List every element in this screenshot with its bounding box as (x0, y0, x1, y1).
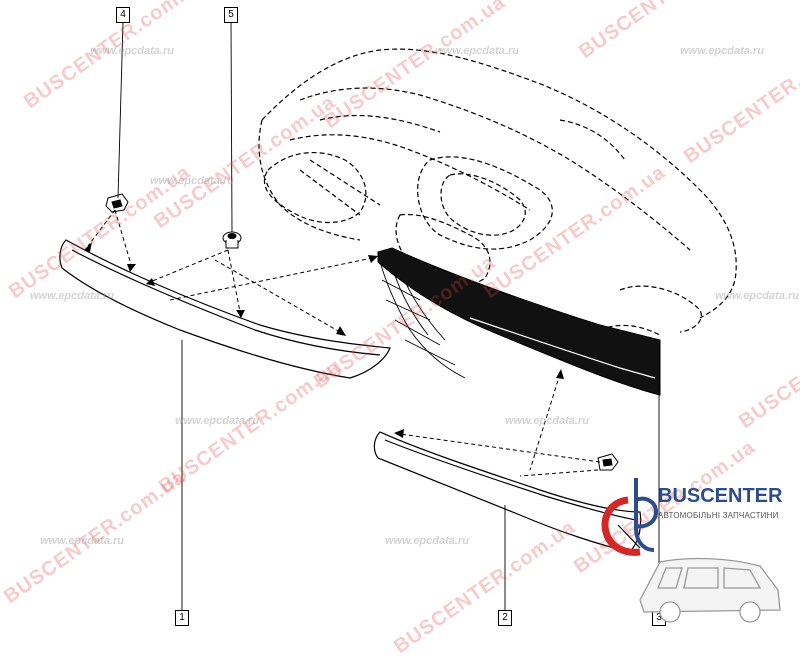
clip-4 (105, 193, 129, 213)
logo-subtitle: АВТОМОБІЛЬНІ ЗАПЧАСТИНИ (658, 511, 779, 520)
logo-title: BUSCENTER (658, 485, 783, 507)
watermark-epcdata: www.epcdata.ru (505, 415, 589, 427)
dashboard-trim-strip (377, 247, 661, 396)
watermark-epcdata: www.epcdata.ru (30, 290, 114, 302)
callout-2: 2 (498, 610, 512, 626)
watermark-epcdata: www.epcdata.ru (175, 415, 259, 427)
dashboard-outline (258, 48, 737, 336)
callout-4: 4 (116, 7, 130, 23)
callout-5: 5 (224, 7, 238, 23)
part-1-trim (59, 239, 391, 379)
clip-part-2 (597, 453, 619, 471)
screw-5 (222, 231, 242, 249)
watermark-epcdata: www.epcdata.ru (435, 45, 519, 57)
callout-1: 1 (175, 610, 189, 626)
watermark-epcdata: www.epcdata.ru (385, 535, 469, 547)
watermark-epcdata: www.epcdata.ru (715, 290, 799, 302)
van-icon (639, 557, 781, 623)
dashed-arrows (87, 209, 601, 477)
logo-mark-icon (601, 478, 781, 623)
buscenter-logo: BUSCENTER АВТОМОБІЛЬНІ ЗАПЧАСТИНИ (600, 470, 800, 656)
watermark-epcdata: www.epcdata.ru (90, 45, 174, 57)
watermark-epcdata: www.epcdata.ru (680, 45, 764, 57)
arrowheads (84, 242, 564, 438)
watermark-epcdata: www.epcdata.ru (150, 175, 234, 187)
watermark-epcdata: www.epcdata.ru (40, 535, 124, 547)
